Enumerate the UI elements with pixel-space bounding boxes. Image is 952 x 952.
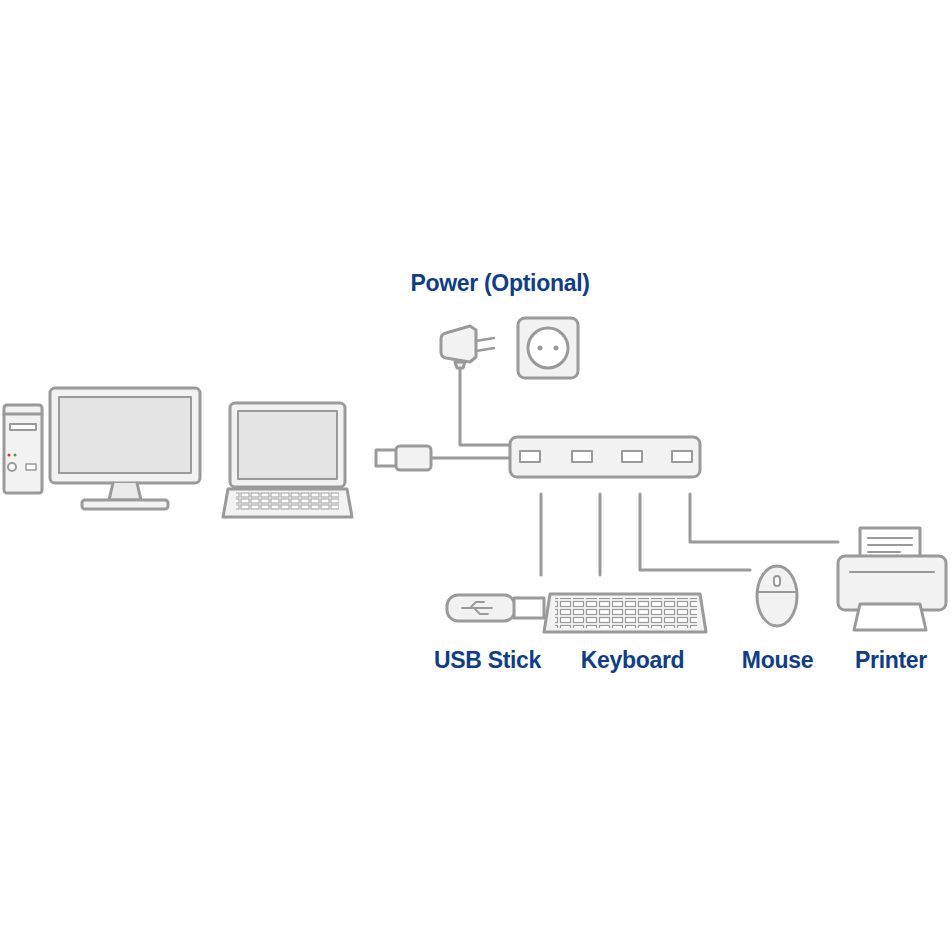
tower-line [4,413,42,416]
usb-stick-body [447,595,515,621]
monitor-screen [59,397,191,473]
adapter-strain [455,362,465,368]
device-node: Keyboard [550,580,715,675]
device-label: Mouse [710,645,845,675]
device-wire [640,494,750,570]
device-wire [540,494,543,575]
laptop-lid [230,403,345,487]
socket-hole [538,346,543,351]
laptop-keys [236,492,339,510]
device-node: Printer [830,525,952,675]
power-supply: Power (Optional) [395,268,605,380]
wall-socket [518,318,578,378]
hub-port [672,451,692,462]
printer-paper-out [854,604,926,630]
power-adapter [441,326,476,362]
printer-slot [850,571,934,573]
hub-port [622,451,642,462]
tower-led [14,454,17,457]
tower-drive [10,424,36,430]
laptop-screen [238,411,337,479]
device-label: Printer [810,645,952,675]
monitor-frame [50,388,200,483]
mouse-button-line [758,591,796,593]
monitor-stand [109,483,141,500]
device-wire [599,494,602,575]
keyboard-body [544,594,706,632]
tower-port [26,464,36,470]
usb-plug-body [396,446,431,470]
paper-lines [868,538,912,552]
device-node: Mouse [730,555,825,675]
keyboard-keys [555,598,697,628]
mouse-wheel [774,576,780,586]
laptop-base [223,489,352,517]
usb-hub [510,437,700,477]
mouse-body [757,566,797,626]
device-node: USB Stick [420,580,555,675]
tower-case [4,405,42,493]
usb-symbol [462,602,492,614]
tower-led [8,454,11,457]
socket-face [528,328,568,368]
power-cord [460,366,511,445]
hub-port [572,451,592,462]
adapter-prong [476,348,494,351]
usb-plug-metal [376,450,397,466]
adapter-prong [476,338,494,341]
monitor-base [82,500,168,509]
tower-button [8,463,16,471]
usb-stick-connector [514,598,544,618]
device-wire [690,494,838,542]
device-label: USB Stick [400,645,575,675]
socket-hole [554,346,559,351]
device-label: Power (Optional) [375,268,625,298]
printer-body [838,556,946,610]
usb-cable [430,457,511,460]
device-label: Keyboard [530,645,735,675]
hub-port [520,451,540,462]
